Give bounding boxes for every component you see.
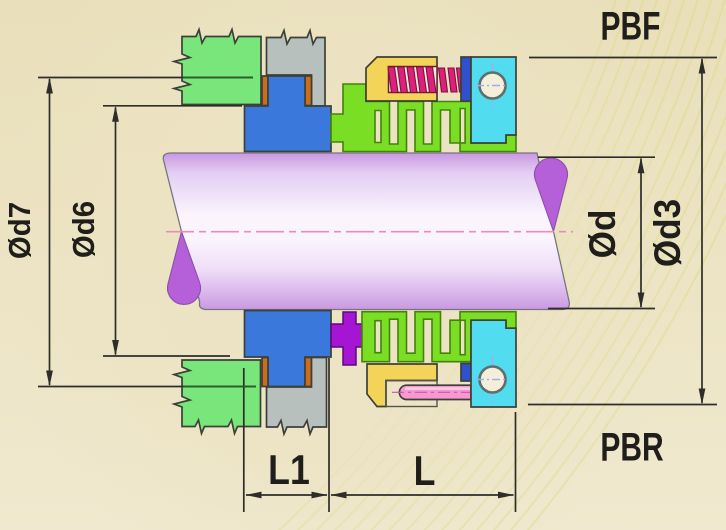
upper-gasket-left — [261, 75, 269, 107]
ext-line-overlays — [183, 76, 256, 388]
spring-coil-stripe — [406, 66, 418, 94]
label-l1: L1 — [268, 447, 310, 493]
lower-collar-spacer — [460, 362, 472, 382]
spring-coil-stripe — [415, 66, 428, 94]
dimension-arrowhead — [498, 491, 514, 499]
label-d3: Ød3 — [646, 199, 688, 267]
shaft — [162, 152, 573, 311]
dimension-arrowhead — [245, 491, 262, 499]
label-d6: Ød6 — [67, 201, 101, 258]
spring-coil-stripe — [425, 66, 437, 94]
dimension-arrowhead — [46, 77, 53, 94]
lower-gasket-left — [261, 356, 269, 388]
lower-drive-lug — [330, 311, 363, 366]
upper-gasket-right — [304, 75, 313, 107]
upper-assembly — [170, 26, 517, 153]
spring-coil-stripe — [447, 67, 458, 93]
shaft-break-left — [166, 229, 202, 305]
spring-coil-stripe — [396, 66, 409, 94]
dimension-arrowhead — [637, 157, 645, 174]
upper-collar-spacer — [460, 56, 472, 102]
dimension-arrowhead — [112, 340, 119, 356]
spring-coil-stripe — [437, 67, 449, 93]
shaft-break-right — [533, 157, 569, 234]
dimension-arrowhead — [112, 105, 119, 122]
upper-bellows — [330, 83, 517, 153]
label-l: L — [414, 448, 436, 494]
upper-spring-coils — [387, 66, 462, 94]
dimension-arrowhead — [311, 491, 328, 499]
dimension-arrowhead — [698, 388, 706, 405]
spring-coil-stripe — [387, 66, 399, 94]
upper-housing-block — [170, 26, 262, 106]
dimension-arrowhead — [46, 370, 53, 387]
label-pbf: PBF — [601, 4, 661, 48]
dimension-arrows — [46, 57, 706, 499]
dimension-arrowhead — [330, 491, 347, 499]
lower-assembly — [171, 309, 517, 437]
label-pbr: PBR — [600, 425, 663, 469]
labels: PBF PBR Ød7 Ød6 Ød Ød3 L1 L — [3, 4, 688, 494]
lower-drive-collar — [470, 319, 517, 408]
lower-drive-pin — [392, 384, 478, 401]
lower-set-screw — [476, 357, 509, 403]
label-d7: Ød7 — [3, 202, 37, 259]
lower-housing-block — [171, 359, 262, 437]
dimension-arrowhead — [698, 57, 706, 74]
upper-set-screw — [476, 63, 509, 109]
upper-drive-collar — [470, 56, 517, 144]
lower-gasket-right — [304, 356, 313, 388]
lower-gland-plate — [265, 356, 328, 437]
dimension-arrowhead — [637, 292, 645, 309]
label-d: Ød — [581, 210, 623, 259]
upper-seat — [243, 75, 332, 153]
